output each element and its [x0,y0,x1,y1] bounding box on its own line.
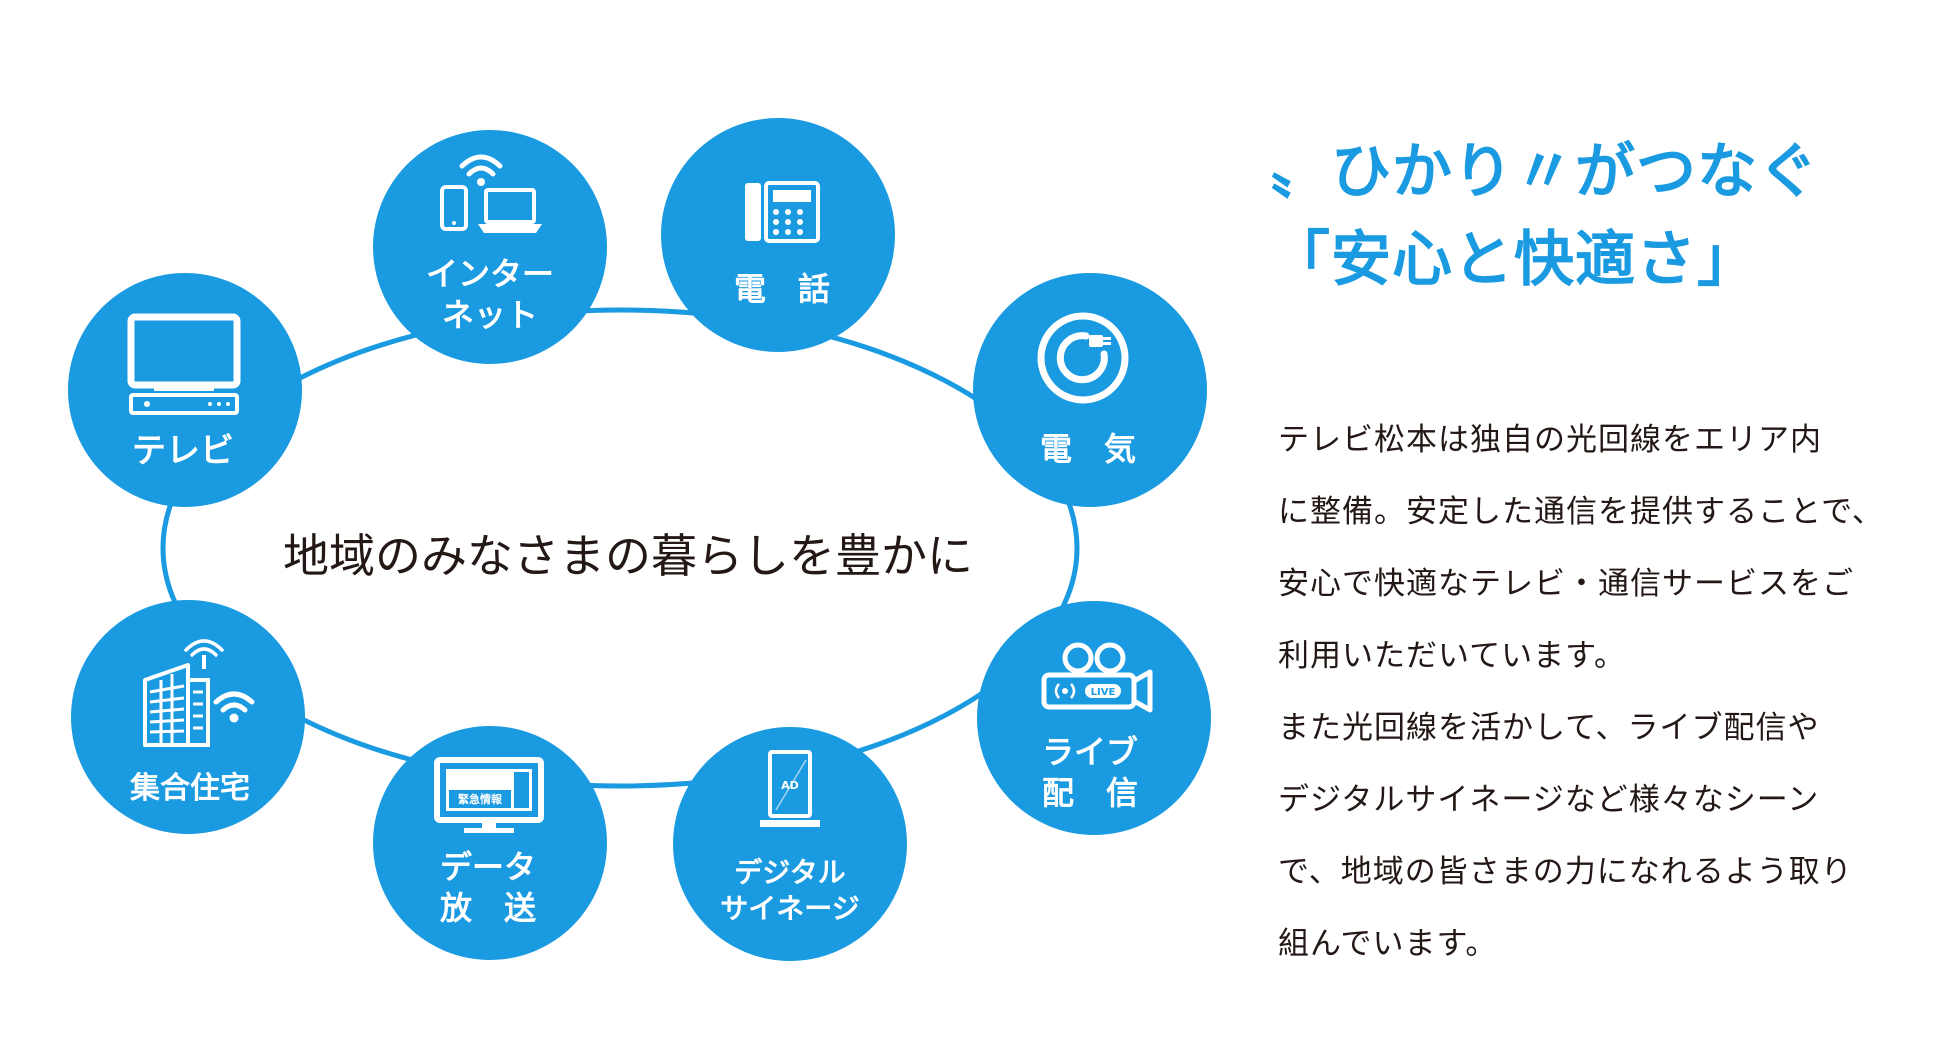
node-data: 緊急情報 データ 放 送 [373,726,607,960]
apartment-building-icon [143,639,255,747]
service-diagram: 地域のみなさまの暮らしを豊かに テレビ インター ネット [68,118,1211,961]
node-label-signage-2: サイネージ [720,892,859,925]
live-badge-text: LIVE [1091,687,1116,698]
node-label-live-1: ライブ [1042,733,1138,771]
digital-signage-icon: AD [760,750,820,827]
description-line: 利用いただいています。 [1278,638,1626,674]
data-broadcast-icon: 緊急情報 [434,757,544,833]
headline-line-2: 「安心と快適さ」 [1270,225,1758,295]
node-label-internet-2: ネット [442,296,538,334]
description-line: テレビ松本は独自の光回線をエリア内 [1278,422,1822,458]
node-label-signage-1: デジタル [734,856,845,889]
description-line: で、地域の皆さまの力になれるよう取り [1278,854,1853,890]
headline-line-1: 〟ひかり〃がつなぐ [1270,137,1819,207]
center-text: 地域のみなさまの暮らしを豊かに [283,529,973,583]
description-line: 安心で快適なテレビ・通信サービスをご [1278,566,1854,602]
node-label-internet-1: インター [426,255,554,293]
signage-badge-text: AD [781,779,799,792]
node-label-tv: テレビ [132,431,234,471]
node-tv: テレビ [68,273,302,507]
description-line: また光回線を活かして、ライブ配信や [1278,710,1820,746]
node-electricity: 電 気 [973,273,1207,507]
description: テレビ松本は独自の光回線をエリア内 に整備。安定した通信を提供することで、 安心… [1278,404,1938,980]
power-plug-icon [1037,312,1129,404]
node-phone: 電 話 [661,118,895,352]
node-live: LIVE ライブ 配 信 [977,601,1211,835]
wifi-devices-icon [440,154,542,233]
description-line: 組んでいます。 [1278,926,1498,962]
tv-icon [127,313,241,415]
node-label-data-1: データ [440,848,536,886]
description-line: デジタルサイネージなど様々なシーン [1278,782,1820,818]
headline: 〟ひかり〃がつなぐ 「安心と快適さ」 [1270,128,1930,304]
node-internet: インター ネット [373,130,607,364]
node-label-apartment: 集合住宅 [129,771,250,806]
data-screen-text: 緊急情報 [458,792,503,806]
node-apartment: 集合住宅 [71,600,305,834]
node-label-phone: 電 話 [734,270,830,308]
live-camera-icon: LIVE [1041,642,1153,713]
node-label-data-2: 放 送 [440,889,536,927]
node-signage: AD デジタル サイネージ [673,727,907,961]
description-line: に整備。安定した通信を提供することで、 [1278,494,1884,530]
node-label-electricity: 電 気 [1040,430,1136,468]
connection-ring [160,307,1080,789]
node-label-live-2: 配 信 [1042,774,1138,812]
telephone-icon [745,181,820,243]
